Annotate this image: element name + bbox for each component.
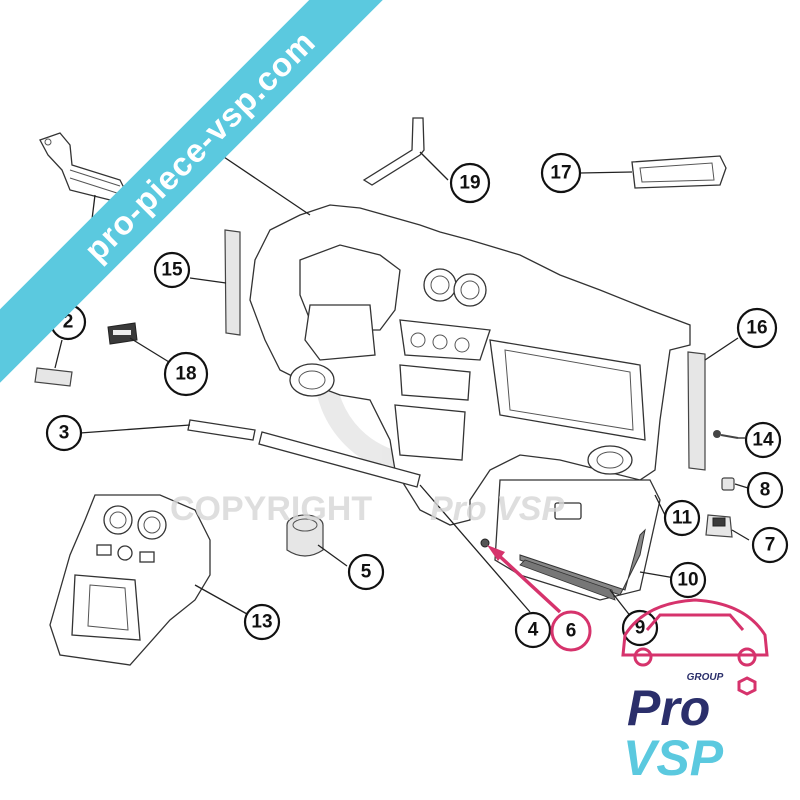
copyright-text: COPYRIGHT <box>170 490 372 528</box>
svg-text:8: 8 <box>760 480 771 501</box>
copyright-watermark: COPYRIGHT Pro VSP <box>170 490 564 528</box>
svg-text:15: 15 <box>161 260 183 281</box>
logo-line1: Pro <box>627 680 710 736</box>
logo-tag: GROUP <box>687 672 724 683</box>
svg-text:13: 13 <box>251 612 272 633</box>
highlight-arrow <box>487 545 562 614</box>
callout-9: 9 <box>621 609 659 647</box>
part-switch <box>705 514 733 538</box>
part-dashboard-body <box>249 204 691 526</box>
svg-text:14: 14 <box>752 430 774 451</box>
svg-text:7: 7 <box>765 535 776 556</box>
part-side-panel-right <box>687 351 706 471</box>
callout-14: 14 <box>744 421 782 459</box>
callout-7: 7 <box>751 526 789 564</box>
callout-15: 15 <box>153 251 191 289</box>
svg-text:16: 16 <box>746 318 767 339</box>
callout-17: 17 <box>540 152 582 194</box>
part-storage-pocket <box>631 155 727 189</box>
copyright-brand: Pro VSP <box>430 490 564 528</box>
car-outline-icon <box>621 598 769 667</box>
logo-hex-icon <box>737 676 757 696</box>
callout-5: 5 <box>347 553 385 591</box>
part-plate-2 <box>34 367 73 387</box>
part-center-console <box>49 494 211 666</box>
callout-13: 13 <box>243 603 281 641</box>
part-screw <box>713 430 739 439</box>
part-cup-holder <box>286 514 324 557</box>
callout-3: 3 <box>45 414 83 452</box>
callout-19: 19 <box>449 162 491 204</box>
svg-text:11: 11 <box>672 508 693 529</box>
svg-text:6: 6 <box>566 621 577 642</box>
svg-text:9: 9 <box>635 618 646 639</box>
part-bracket-19 <box>362 117 425 186</box>
callout-11: 11 <box>663 499 701 537</box>
part-glovebox-liner <box>519 528 646 601</box>
brand-logo: GROUP Pro VSP <box>621 598 769 785</box>
part-clip-8 <box>721 477 735 491</box>
callout-6: 6 <box>550 610 592 652</box>
svg-text:19: 19 <box>459 173 480 194</box>
svg-text:2: 2 <box>63 312 74 333</box>
svg-text:5: 5 <box>361 562 372 583</box>
part-trim-strip-4 <box>258 431 421 488</box>
callout-8: 8 <box>746 471 784 509</box>
part-side-panel-left <box>224 229 241 336</box>
callout-4: 4 <box>514 611 552 649</box>
svg-text:3: 3 <box>59 423 70 444</box>
svg-text:17: 17 <box>550 163 571 184</box>
part-connector <box>107 322 138 345</box>
svg-text:4: 4 <box>528 620 539 641</box>
svg-text:10: 10 <box>677 570 698 591</box>
logo-line2: VSP <box>623 730 724 785</box>
callout-16: 16 <box>736 307 778 349</box>
callout-10: 10 <box>669 561 707 599</box>
svg-text:18: 18 <box>175 364 196 385</box>
part-trim-strip-3 <box>187 419 256 441</box>
callout-18: 18 <box>163 351 209 397</box>
